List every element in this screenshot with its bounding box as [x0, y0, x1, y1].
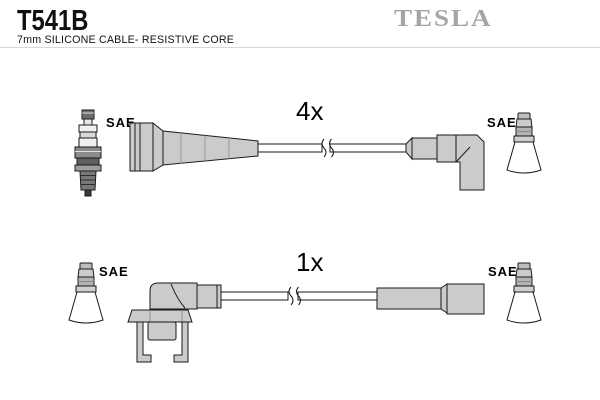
terminal-label-bottom-right: SAE — [488, 264, 518, 279]
terminal-label-top-left: SAE — [106, 115, 136, 130]
header-divider — [0, 47, 600, 48]
terminal-label-bottom-left: SAE — [99, 264, 129, 279]
cable-break-icon — [321, 138, 327, 158]
cable-break-icon — [329, 138, 334, 158]
part-number: T541B — [17, 5, 89, 37]
sae-terminal-icon-top-right — [506, 112, 542, 174]
subtitle: 7mm SILICONE CABLE- RESISTIVE CORE — [17, 34, 235, 46]
cable-bottom — [220, 286, 378, 306]
straight-connector-icon — [376, 283, 485, 315]
coil-connector-icon — [127, 282, 222, 363]
cable-break-icon — [296, 286, 301, 306]
sae-terminal-icon-bottom-right — [506, 262, 542, 324]
straight-boot-icon — [129, 121, 259, 172]
cable-top — [257, 138, 407, 158]
terminal-label-top-right: SAE — [487, 115, 517, 130]
sae-terminal-icon-bottom-left — [68, 262, 104, 324]
cable-break-icon — [288, 286, 294, 306]
tesla-logo: TESLA — [394, 5, 493, 32]
quantity-label-top: 4x — [296, 96, 324, 126]
quantity-label-bottom: 1x — [296, 247, 324, 277]
elbow-boot-icon — [405, 134, 485, 191]
spark-plug-icon — [74, 109, 102, 197]
